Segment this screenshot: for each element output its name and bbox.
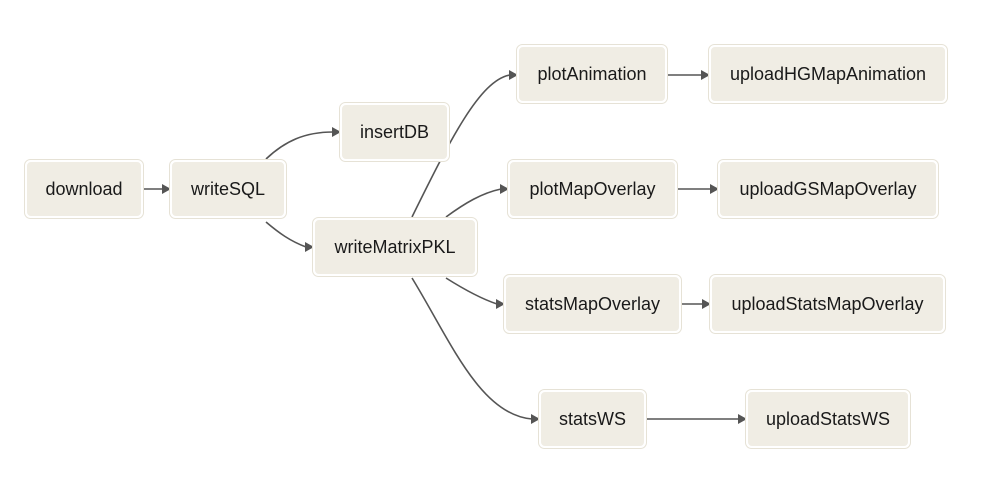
edge-statsWS-to-uploadStatsWS	[647, 414, 747, 424]
node-outline	[507, 159, 678, 219]
arrowhead-icon	[332, 127, 341, 137]
arrowhead-icon	[496, 299, 505, 309]
node-outline	[503, 274, 682, 334]
node-box	[313, 218, 477, 276]
edge-writeMatrixPKL-to-plotAnimation	[411, 70, 518, 218]
arrowhead-icon	[702, 299, 711, 309]
node-box	[718, 160, 938, 218]
node-box	[340, 103, 449, 161]
edge-writeMatrixPKL-to-statsWS	[411, 277, 540, 424]
node-outline	[312, 217, 478, 277]
edge-plotMapOverlay-to-uploadGSMapOverlay	[678, 184, 719, 194]
arrowhead-icon	[305, 242, 314, 252]
node-box	[508, 160, 677, 218]
node-box	[746, 390, 910, 448]
node-outline	[709, 274, 946, 334]
edges-layer	[143, 70, 747, 424]
node-box	[709, 45, 947, 103]
arrowhead-icon	[162, 184, 171, 194]
arrowhead-icon	[509, 70, 518, 80]
edge-line	[265, 131, 334, 160]
node-writeSQL[interactable]: writeSQL	[169, 159, 287, 219]
node-outline	[745, 389, 911, 449]
arrowhead-icon	[701, 70, 710, 80]
node-label: uploadHGMapAnimation	[730, 64, 926, 84]
nodes-layer: download writeSQL insertDB writeMatrixPKL pl…	[24, 44, 948, 449]
node-label: plotAnimation	[537, 64, 646, 84]
node-uploadStatsMapOverlay[interactable]: uploadStatsMapOverlay	[709, 274, 946, 334]
edge-writeMatrixPKL-to-plotMapOverlay	[445, 184, 509, 218]
node-statsMapOverlay[interactable]: statsMapOverlay	[503, 274, 682, 334]
node-box	[517, 45, 667, 103]
node-writeMatrixPKL[interactable]: writeMatrixPKL	[312, 217, 478, 277]
node-label: uploadStatsWS	[766, 409, 890, 429]
node-outline	[169, 159, 287, 219]
node-uploadGSMapOverlay[interactable]: uploadGSMapOverlay	[717, 159, 939, 219]
node-outline	[24, 159, 144, 219]
node-label: plotMapOverlay	[529, 179, 655, 199]
arrowhead-icon	[710, 184, 719, 194]
node-outline	[717, 159, 939, 219]
node-uploadHGMapAnimation[interactable]: uploadHGMapAnimation	[708, 44, 948, 104]
node-label: download	[45, 179, 122, 199]
node-plotMapOverlay[interactable]: plotMapOverlay	[507, 159, 678, 219]
node-box	[710, 275, 945, 333]
node-download[interactable]: download	[24, 159, 144, 219]
edge-statsMapOverlay-to-uploadStatsMapOverlay	[682, 299, 711, 309]
node-label: uploadGSMapOverlay	[739, 179, 916, 199]
node-label: writeMatrixPKL	[333, 237, 455, 257]
arrowhead-icon	[531, 414, 540, 424]
edge-download-to-writeSQL	[143, 184, 171, 194]
node-insertDB[interactable]: insertDB	[339, 102, 450, 162]
arrowhead-icon	[500, 184, 509, 194]
node-outline	[708, 44, 948, 104]
edge-line	[445, 188, 502, 218]
node-box	[504, 275, 681, 333]
edge-plotAnimation-to-uploadHGMapAnimation	[668, 70, 710, 80]
edge-line	[265, 221, 307, 248]
node-uploadStatsWS[interactable]: uploadStatsWS	[745, 389, 911, 449]
node-outline	[516, 44, 668, 104]
edge-line	[411, 74, 511, 218]
node-label: statsMapOverlay	[525, 294, 660, 314]
arrowhead-icon	[738, 414, 747, 424]
node-label: insertDB	[360, 122, 429, 142]
edge-writeMatrixPKL-to-statsMapOverlay	[445, 277, 505, 309]
node-statsWS[interactable]: statsWS	[538, 389, 647, 449]
edge-line	[411, 277, 533, 420]
node-label: uploadStatsMapOverlay	[731, 294, 923, 314]
node-plotAnimation[interactable]: plotAnimation	[516, 44, 668, 104]
node-box	[25, 160, 143, 218]
node-box	[539, 390, 646, 448]
node-outline	[339, 102, 450, 162]
edge-writeSQL-to-writeMatrixPKL	[265, 221, 314, 252]
node-label: statsWS	[559, 409, 626, 429]
edge-line	[445, 277, 498, 305]
node-box	[170, 160, 286, 218]
node-outline	[538, 389, 647, 449]
edge-writeSQL-to-insertDB	[265, 127, 341, 160]
node-label: writeSQL	[190, 179, 265, 199]
